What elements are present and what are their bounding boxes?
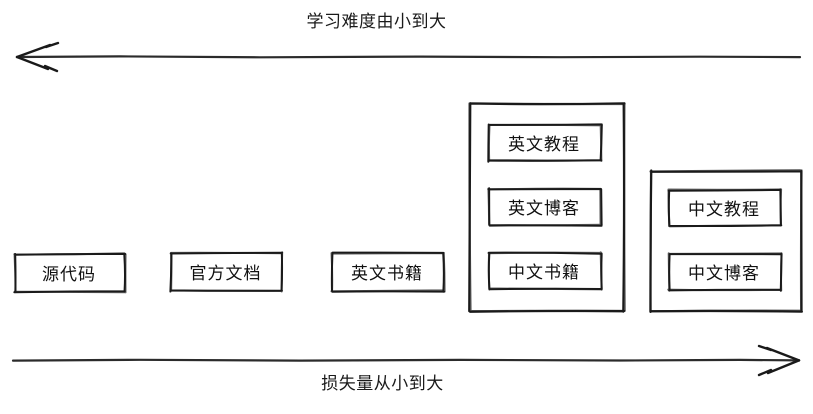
node-chinese-blog[interactable]: 中文博客: [667, 252, 783, 292]
node-english-books[interactable]: 英文书籍: [330, 251, 446, 293]
node-english-blog-label: 英文博客: [508, 198, 580, 219]
loss-axis-arrow: [11, 344, 801, 377]
node-chinese-tutorial[interactable]: 中文教程: [667, 188, 783, 228]
node-official-docs[interactable]: 官方文档: [169, 251, 284, 293]
difficulty-axis-arrow: [15, 41, 802, 73]
bottom-axis-label: 损失量从小到大: [321, 374, 444, 394]
node-source-code[interactable]: 源代码: [13, 252, 127, 294]
node-chinese-books-label: 中文书籍: [508, 262, 580, 283]
node-chinese-books[interactable]: 中文书籍: [487, 251, 603, 291]
node-chinese-blog-label: 中文博客: [688, 263, 760, 284]
node-official-docs-label: 官方文档: [189, 263, 262, 284]
node-source-code-label: 源代码: [42, 264, 96, 285]
node-english-books-label: 英文书籍: [351, 263, 423, 284]
top-axis-label: 学习难度由小到大: [306, 12, 447, 32]
node-english-tutorial-label: 英文教程: [508, 134, 580, 155]
node-english-blog[interactable]: 英文博客: [487, 187, 603, 227]
group-english-group[interactable]: 英文教程英文博客中文书籍: [468, 102, 626, 313]
node-chinese-tutorial-label: 中文教程: [688, 199, 760, 220]
node-english-tutorial[interactable]: 英文教程: [487, 123, 603, 163]
group-chinese-group[interactable]: 中文教程中文博客: [649, 169, 803, 313]
